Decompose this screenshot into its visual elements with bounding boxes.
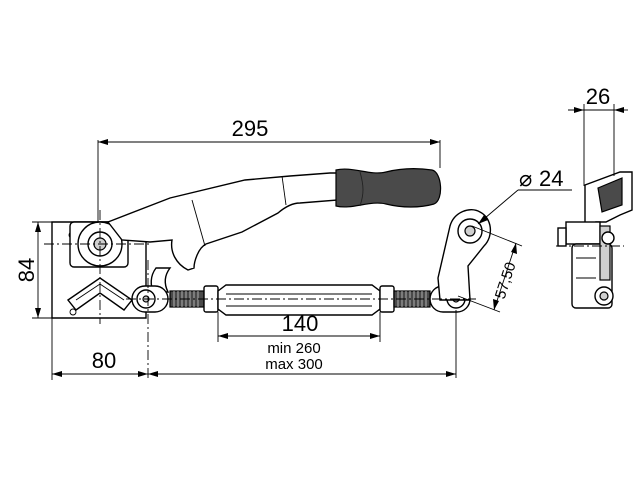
dim-80-label: 80 [92,348,116,373]
turnbuckle-body [217,284,381,316]
dim-base-width: 80 [51,318,148,380]
lever-arm [106,172,339,271]
dim-max-label: max 300 [265,356,323,373]
centre-lines [44,210,624,380]
dim-height: 84 [14,221,52,319]
dim-overall-length: 295 [97,116,441,222]
dim-24-label: 24 [539,166,563,191]
dim-26-label: 26 [586,84,610,109]
dim-min-label: min 260 [267,340,320,357]
dim-57-50-label: 57,50 [492,260,520,301]
dim-adjustment-range: min 260 max 300 [148,310,457,378]
dim-84-label: 84 [14,258,39,282]
dim-rod-length: 140 [217,311,381,342]
diameter-symbol: ⌀ [519,166,532,191]
dim-295-label: 295 [232,116,269,141]
handle-grip [335,168,442,208]
dim-140-label: 140 [282,311,319,336]
side-view [557,171,633,309]
right-threaded-stud [379,285,431,313]
dim-diameter: ⌀ 24 [477,166,572,225]
dim-side-width: 26 [568,84,628,186]
mounting-bracket [437,208,491,301]
